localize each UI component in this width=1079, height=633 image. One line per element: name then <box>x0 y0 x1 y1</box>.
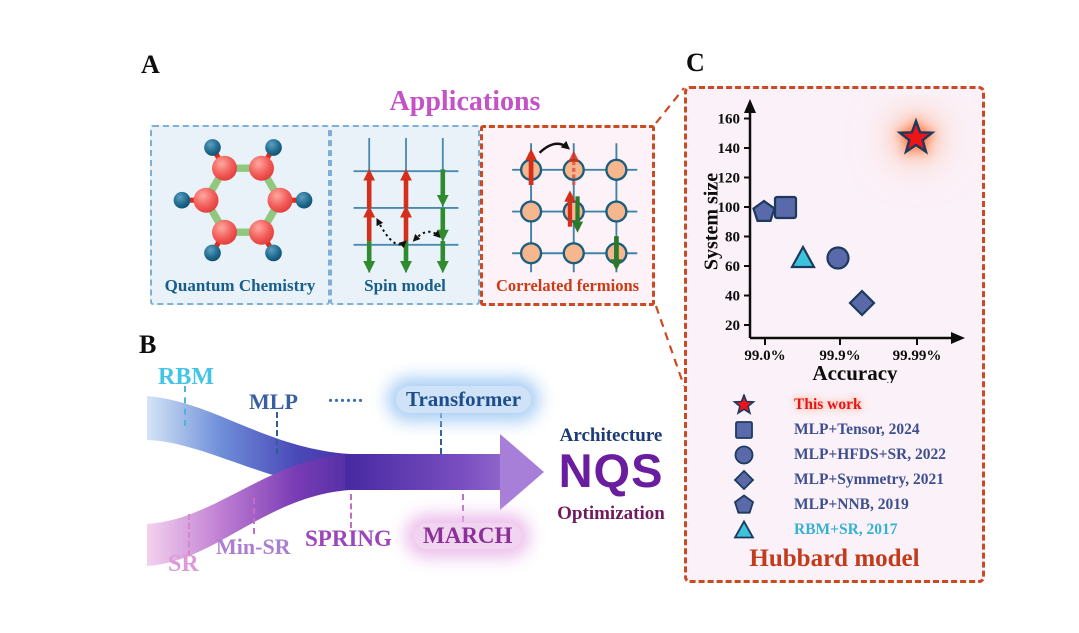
transformer-stem-line <box>440 412 442 454</box>
correlated-fermions-label: Correlated fermions <box>495 276 640 295</box>
mlp-nnb-pentagon-marker <box>752 199 776 223</box>
x-axis-title: Accuracy <box>812 361 898 383</box>
optimization-ribbon <box>147 454 350 566</box>
scatter-markers <box>752 117 936 317</box>
y-axis-title: System size <box>700 172 723 271</box>
nqs-arrow-body <box>345 454 502 490</box>
y-tick-labels: 20 40 60 80 100 120 140 160 <box>718 112 741 335</box>
mlp-label: MLP <box>249 389 298 414</box>
carbon-atoms <box>193 155 293 245</box>
rbm-stem-line <box>184 386 186 426</box>
zoom-connector-top <box>655 87 685 124</box>
panel-c-box <box>684 86 985 583</box>
nqs-arrow-head <box>500 434 544 510</box>
spring-label: SPRING <box>305 526 392 551</box>
legend-label: RBM+SR, 2017 <box>794 520 898 538</box>
spin-down-arrows <box>363 169 449 273</box>
sr-label: SR <box>168 551 199 577</box>
y-axis-ticks <box>744 117 751 326</box>
nqs-label: NQS <box>558 444 664 497</box>
hydrogen-atoms <box>173 139 313 262</box>
svg-text:20: 20 <box>725 318 740 334</box>
this-work-star-marker <box>896 117 936 155</box>
svg-text:60: 60 <box>725 259 740 275</box>
spin-model-box: Spin model <box>330 125 480 305</box>
double-occupancy-site <box>564 190 584 233</box>
transformer-label: Transformer <box>396 386 532 413</box>
plot-axes <box>748 107 957 340</box>
mlp-symmetry-diamond-marker <box>848 289 876 317</box>
legend-row-rbm-sr: RBM+SR, 2017 <box>716 517 978 542</box>
x-axis-arrowhead <box>951 332 965 344</box>
spin-model-label: Spin model <box>364 276 446 295</box>
zoom-connector-bottom <box>654 305 686 387</box>
minsr-label: Min-SR <box>216 534 291 559</box>
legend-label: MLP+Tensor, 2024 <box>794 420 920 438</box>
panel-a-letter: A <box>141 50 160 79</box>
hubbard-model-label: Hubbard model <box>749 545 920 572</box>
march-stem-line <box>462 494 464 522</box>
correlated-fermions-box: Correlated fermions <box>480 125 655 306</box>
legend-label: MLP+HFDS+SR, 2022 <box>794 445 947 463</box>
svg-text:40: 40 <box>725 289 740 305</box>
march-label: MARCH <box>414 523 522 549</box>
legend-row-mlp-hfds: MLP+HFDS+SR, 2022 <box>716 442 978 467</box>
rbm-sr-triangle-marker <box>790 244 816 269</box>
applications-title: Applications <box>389 86 541 117</box>
quantum-chemistry-label: Quantum Chemistry <box>164 276 316 295</box>
pentagon-icon <box>733 493 755 514</box>
architecture-label: Architecture <box>559 425 663 446</box>
square-icon <box>735 420 753 439</box>
spin-lattice-svg <box>353 138 459 273</box>
minsr-stem-line <box>253 498 255 534</box>
sr-stem-line <box>188 514 190 556</box>
circle-icon <box>734 445 754 464</box>
mlp-stem-line <box>276 412 278 454</box>
chart-legend: This work MLP+Tensor, 2024 MLP+HFDS+SR, … <box>716 392 978 542</box>
svg-text:100: 100 <box>718 200 741 216</box>
x-tick-labels: 99.0% 99.9% 99.99% <box>744 348 941 364</box>
triangle-icon <box>733 519 755 538</box>
rbm-label: RBM <box>158 364 214 390</box>
quantum-chemistry-box: Quantum Chemistry <box>150 125 330 305</box>
hopping-arrow <box>538 140 571 154</box>
panel-b-letter: B <box>139 330 157 359</box>
fermion-lattice-svg <box>512 140 638 273</box>
optimization-label: Optimization <box>557 503 665 524</box>
svg-text:80: 80 <box>725 230 740 246</box>
legend-row-this-work: This work <box>716 392 978 417</box>
legend-label: MLP+Symmetry, 2021 <box>794 470 945 488</box>
nqs-flow-svg <box>147 396 544 566</box>
svg-text:99.99%: 99.99% <box>893 348 942 364</box>
y-axis-arrowhead <box>744 99 756 113</box>
svg-text:99.9%: 99.9% <box>819 348 860 364</box>
legend-row-mlp-tensor: MLP+Tensor, 2024 <box>716 417 978 442</box>
mlp-tensor-square-marker <box>773 195 798 220</box>
svg-text:140: 140 <box>718 141 741 157</box>
diamond-icon <box>733 469 755 490</box>
ellipsis-label: ...... <box>328 385 364 407</box>
svg-text:160: 160 <box>718 112 741 128</box>
legend-row-mlp-symmetry: MLP+Symmetry, 2021 <box>716 467 978 492</box>
legend-label: This work <box>794 395 862 413</box>
legend-label: MLP+NNB, 2019 <box>794 495 909 513</box>
legend-row-mlp-nnb: MLP+NNB, 2019 <box>716 492 978 517</box>
star-icon <box>732 393 756 415</box>
x-axis-ticks <box>764 338 918 345</box>
benzene-molecule-svg <box>173 139 313 262</box>
panel-c-letter: C <box>686 48 705 77</box>
spring-stem-line <box>350 494 352 528</box>
svg-text:120: 120 <box>718 171 741 187</box>
scatter-plot-svg: 20 40 60 80 100 120 140 160 99.0% 99.9% … <box>718 99 965 383</box>
svg-text:99.0%: 99.0% <box>744 348 785 364</box>
mlp-hfds-circle-marker <box>826 246 850 270</box>
